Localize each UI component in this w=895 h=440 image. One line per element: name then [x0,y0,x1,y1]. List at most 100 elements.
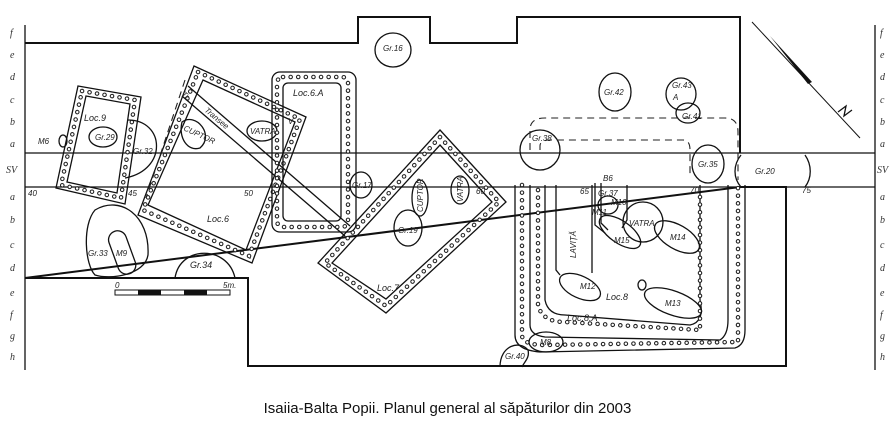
label-m11: M11 [592,208,607,217]
grid-row-label: h [880,352,885,363]
grid-row-label: e [880,50,885,61]
grid-row-label: c [10,240,15,251]
meter-mark: 70 [690,186,699,195]
grid-row-label: c [880,95,885,106]
grid-row-label: b [880,117,885,128]
pit-gr34 [174,252,236,279]
meter-mark: 75 [802,186,811,195]
scale-bar [114,289,231,296]
label-vatra: VATRA [250,127,276,136]
grid-row-label: e [880,288,885,299]
label-loc9: Loc.9 [84,113,106,123]
label-m9: M9 [116,249,128,258]
grid-row-label: f [880,310,884,321]
label-gr19: Gr.19 [398,226,418,235]
grid-row-label: a [10,139,15,150]
label-loc8: Loc.8 [606,292,628,302]
north-arrow-icon [751,21,861,139]
label-gr41: Gr.41 [682,112,702,121]
loc6-structure [137,65,351,264]
grid-labels-left: f e d c b a SV a b c d e f g h [6,28,19,363]
meter-mark: 40 [28,189,37,198]
grid-row-label: h [10,352,15,363]
grid-row-label: a [10,192,15,203]
label-loc6a: Loc.6.A [293,88,324,98]
grid-row-label: d [10,263,16,274]
label-gr32: Gr.32 [133,147,153,156]
meter-mark: 60 [476,187,485,196]
label-vatra-loc8: VATRA [629,219,655,228]
grid-row-label: b [10,215,15,226]
label-m8: M8 [540,338,552,347]
grid-row-label: b [880,215,885,226]
label-m15: M15 [614,236,630,245]
label-m12: M12 [580,282,596,291]
label-m10: M10 [611,198,627,207]
label-gr17: Gr.17 [352,181,372,190]
label-m13: M13 [665,299,681,308]
label-loc7: Loc.7 [377,283,400,293]
label-gr16: Gr.16 [383,44,403,53]
grid-row-label: a [880,139,885,150]
label-gr35: Gr.35 [698,160,718,169]
label-lavita: LAVIȚĂ [569,231,578,258]
label-gr43a: A [672,93,678,102]
label-tr: Tr. [180,90,193,103]
label-gr29: Gr.29 [95,133,115,142]
grid-row-label: d [10,72,16,83]
figure-caption: Isaiia-Balta Popii. Planul general al să… [263,400,632,417]
grid-row-label: d [880,72,886,83]
loc7-structure [317,129,507,314]
pit-gr16 [374,32,412,68]
pit-gr42 [598,72,632,112]
meter-marks: 40 45 50 60 65 70 75 0 5m. [28,186,811,290]
grid-row-label: f [880,28,884,39]
grid-row-label: d [880,263,886,274]
label-m14: M14 [670,233,686,242]
grid-row-label: e [10,50,15,61]
pit-gr43 [665,77,701,124]
label-gr38: Gr.38 [532,134,552,143]
loc9-structure [55,85,158,205]
grid-row-label: SV [877,165,890,176]
grid-row-label: e [10,288,15,299]
label-cuptor: CUPTOR [182,124,216,146]
label-gr42: Gr.42 [604,88,624,97]
meter-mark: 65 [580,187,589,196]
pit-gr35 [691,144,725,184]
grid-row-label: c [10,95,15,106]
label-v: V [288,117,294,126]
label-b6: B6 [603,174,613,183]
label-cuptor-loc7: CUPTOR [416,178,425,212]
label-gr40: Gr.40 [505,352,525,361]
label-m6: M6 [38,137,50,146]
label-loc8a: Loc.8.A [567,313,598,323]
grid-row-label: f [10,28,14,39]
grid-row-label: g [880,331,885,342]
label-gr34: Gr.34 [190,260,212,270]
grid-row-label: f [10,310,14,321]
pit-gr38 [519,129,561,171]
excavation-boundary [24,16,787,367]
grid-row-label: c [880,240,885,251]
label-transee: Transee [203,106,231,132]
label-gr43: Gr.43 [672,81,692,90]
loc6a-structure [271,71,357,233]
scale-end-label: 5m. [223,281,236,290]
grid-row-label: g [10,331,15,342]
pit-gr33 [85,204,149,278]
grid-row-label: b [10,117,15,128]
meter-mark: 50 [244,189,253,198]
pit-gr20 [734,154,811,188]
grid-row-label: a [880,192,885,203]
grid-row-label: SV [6,165,19,176]
grid-labels-right: f e d c b a SV a b c d e f g h [877,28,890,363]
label-gr33: Gr.33 [88,249,108,258]
label-gr37: Gr.37 [598,189,618,198]
loc8-structure [499,117,746,368]
meter-mark: 45 [128,189,137,198]
label-loc6: Loc.6 [207,214,229,224]
scale-start-label: 0 [115,281,120,290]
label-gr20: Gr.20 [755,167,775,176]
